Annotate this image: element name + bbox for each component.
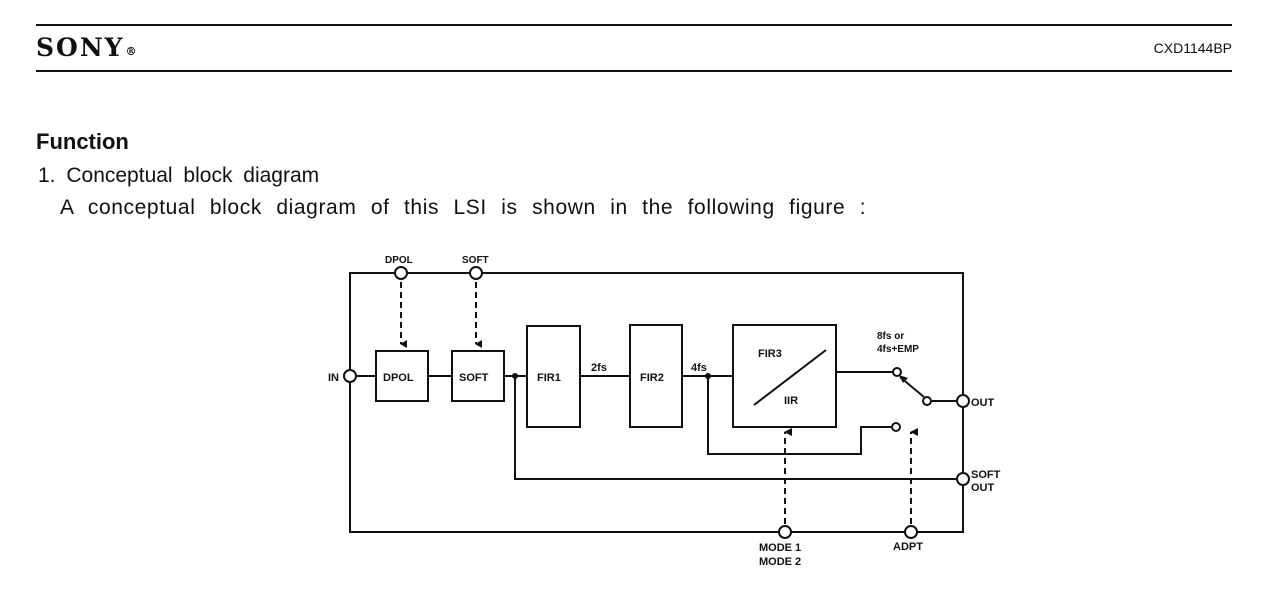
pin-mode [778,525,792,539]
brand-name: SONY [36,33,125,62]
fir3-iir-diagonal [753,349,827,406]
pin-dpol [394,266,408,280]
block-label-soft: SOFT [459,372,489,384]
pin-label-out: OUT [971,397,995,409]
pin-label-in: IN [328,372,339,384]
pin-out [956,394,970,408]
switch-terminal-lower [891,422,901,432]
pin-label-dpol: DPOL [385,255,413,266]
block-label-iir: IIR [784,395,798,407]
pin-label-mode-2: MODE 2 [759,556,801,568]
junction-soft [512,373,518,379]
fir3-iir-block [732,324,837,428]
pin-soft-out [956,472,970,486]
switch-arm-arrow [899,375,908,383]
pin-label-soft-out-1: SOFT [971,469,1001,481]
part-number: CXD1144BP [1153,40,1232,56]
pin-label-adpt: ADPT [893,541,923,553]
pin-label-mode-1: MODE 1 [759,542,801,554]
pin-adpt [904,525,918,539]
fir1-block [526,325,581,428]
switch-common [922,396,932,406]
dpol-block [375,350,429,402]
sony-logo: SONY® [36,33,137,62]
block-label-fir3: FIR3 [758,348,782,360]
block-label-fir2: FIR2 [640,372,664,384]
intro-paragraph: A conceptual block diagram of this LSI i… [60,196,867,219]
subsection-title: 1. Conceptual block diagram [38,164,320,187]
pin-label-soft-out-2: OUT [971,482,995,494]
registered-mark: ® [125,45,137,58]
pin-soft [469,266,483,280]
header-bottom-rule [36,70,1232,72]
block-label-fir1: FIR1 [537,372,561,384]
switch-terminal-upper [892,367,902,377]
signal-label-2fs: 2fs [591,362,607,374]
signal-label-4fs: 4fs [691,362,707,374]
wire-soft-out [514,376,956,480]
switch-label-2: 4fs+EMP [877,344,919,355]
fir2-block [629,324,683,428]
pin-in [343,369,357,383]
header-top-rule [36,24,1232,26]
wire-4fs-bypass [707,376,891,455]
pin-label-soft: SOFT [462,255,489,266]
section-title: Function [36,129,129,154]
soft-block [451,350,505,402]
switch-label-1: 8fs or [877,331,904,342]
block-label-dpol: DPOL [383,372,414,384]
junction-4fs [705,373,711,379]
chip-outline [349,272,964,533]
